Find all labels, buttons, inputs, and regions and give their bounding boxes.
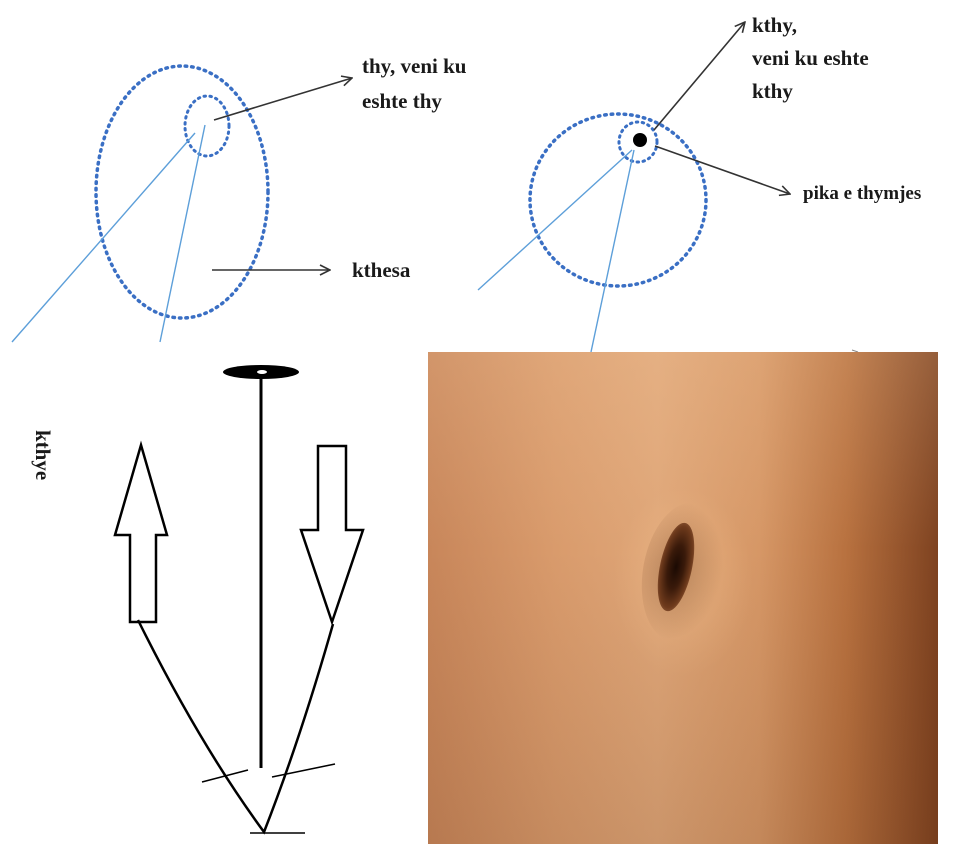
parabola-curve [138,620,333,832]
kthy-label-line1: kthy, [752,13,797,37]
sight-line-right [160,125,205,342]
thy-label-line2: eshte thy [362,89,442,113]
outer-dotted-ellipse [96,66,268,318]
arrow-to-thy-label [214,78,352,120]
inner-dotted-ellipse [185,96,229,156]
outer-dotted-ellipse [530,114,706,286]
navel-photo [428,352,938,844]
arrow-to-kthy-label [654,22,745,130]
tangent-right [272,764,335,777]
pika-label: pika e thymjes [803,183,921,204]
sight-line-right [591,150,634,352]
top-left-panel: thy, veni ku eshte thy kthesa [12,54,467,342]
up-arrow-outline [115,445,167,622]
top-right-panel: kthy, veni ku eshte kthy pika e thymjes [478,13,921,352]
sight-line-left [12,133,195,342]
arrow-to-pika-label [655,146,790,194]
kthye-vertical-label: kthye [31,430,55,480]
focal-point [633,133,647,147]
tangent-left [202,770,248,782]
kthesa-label: kthesa [352,258,411,282]
kthy-label-line2: veni ku eshte [752,46,869,70]
disc-hole [257,370,267,374]
bottom-left-panel: kthye [31,365,363,833]
thy-label-line1: thy, veni ku [362,54,467,78]
down-arrow-outline [301,446,363,622]
kthy-label-line3: kthy [752,79,793,103]
